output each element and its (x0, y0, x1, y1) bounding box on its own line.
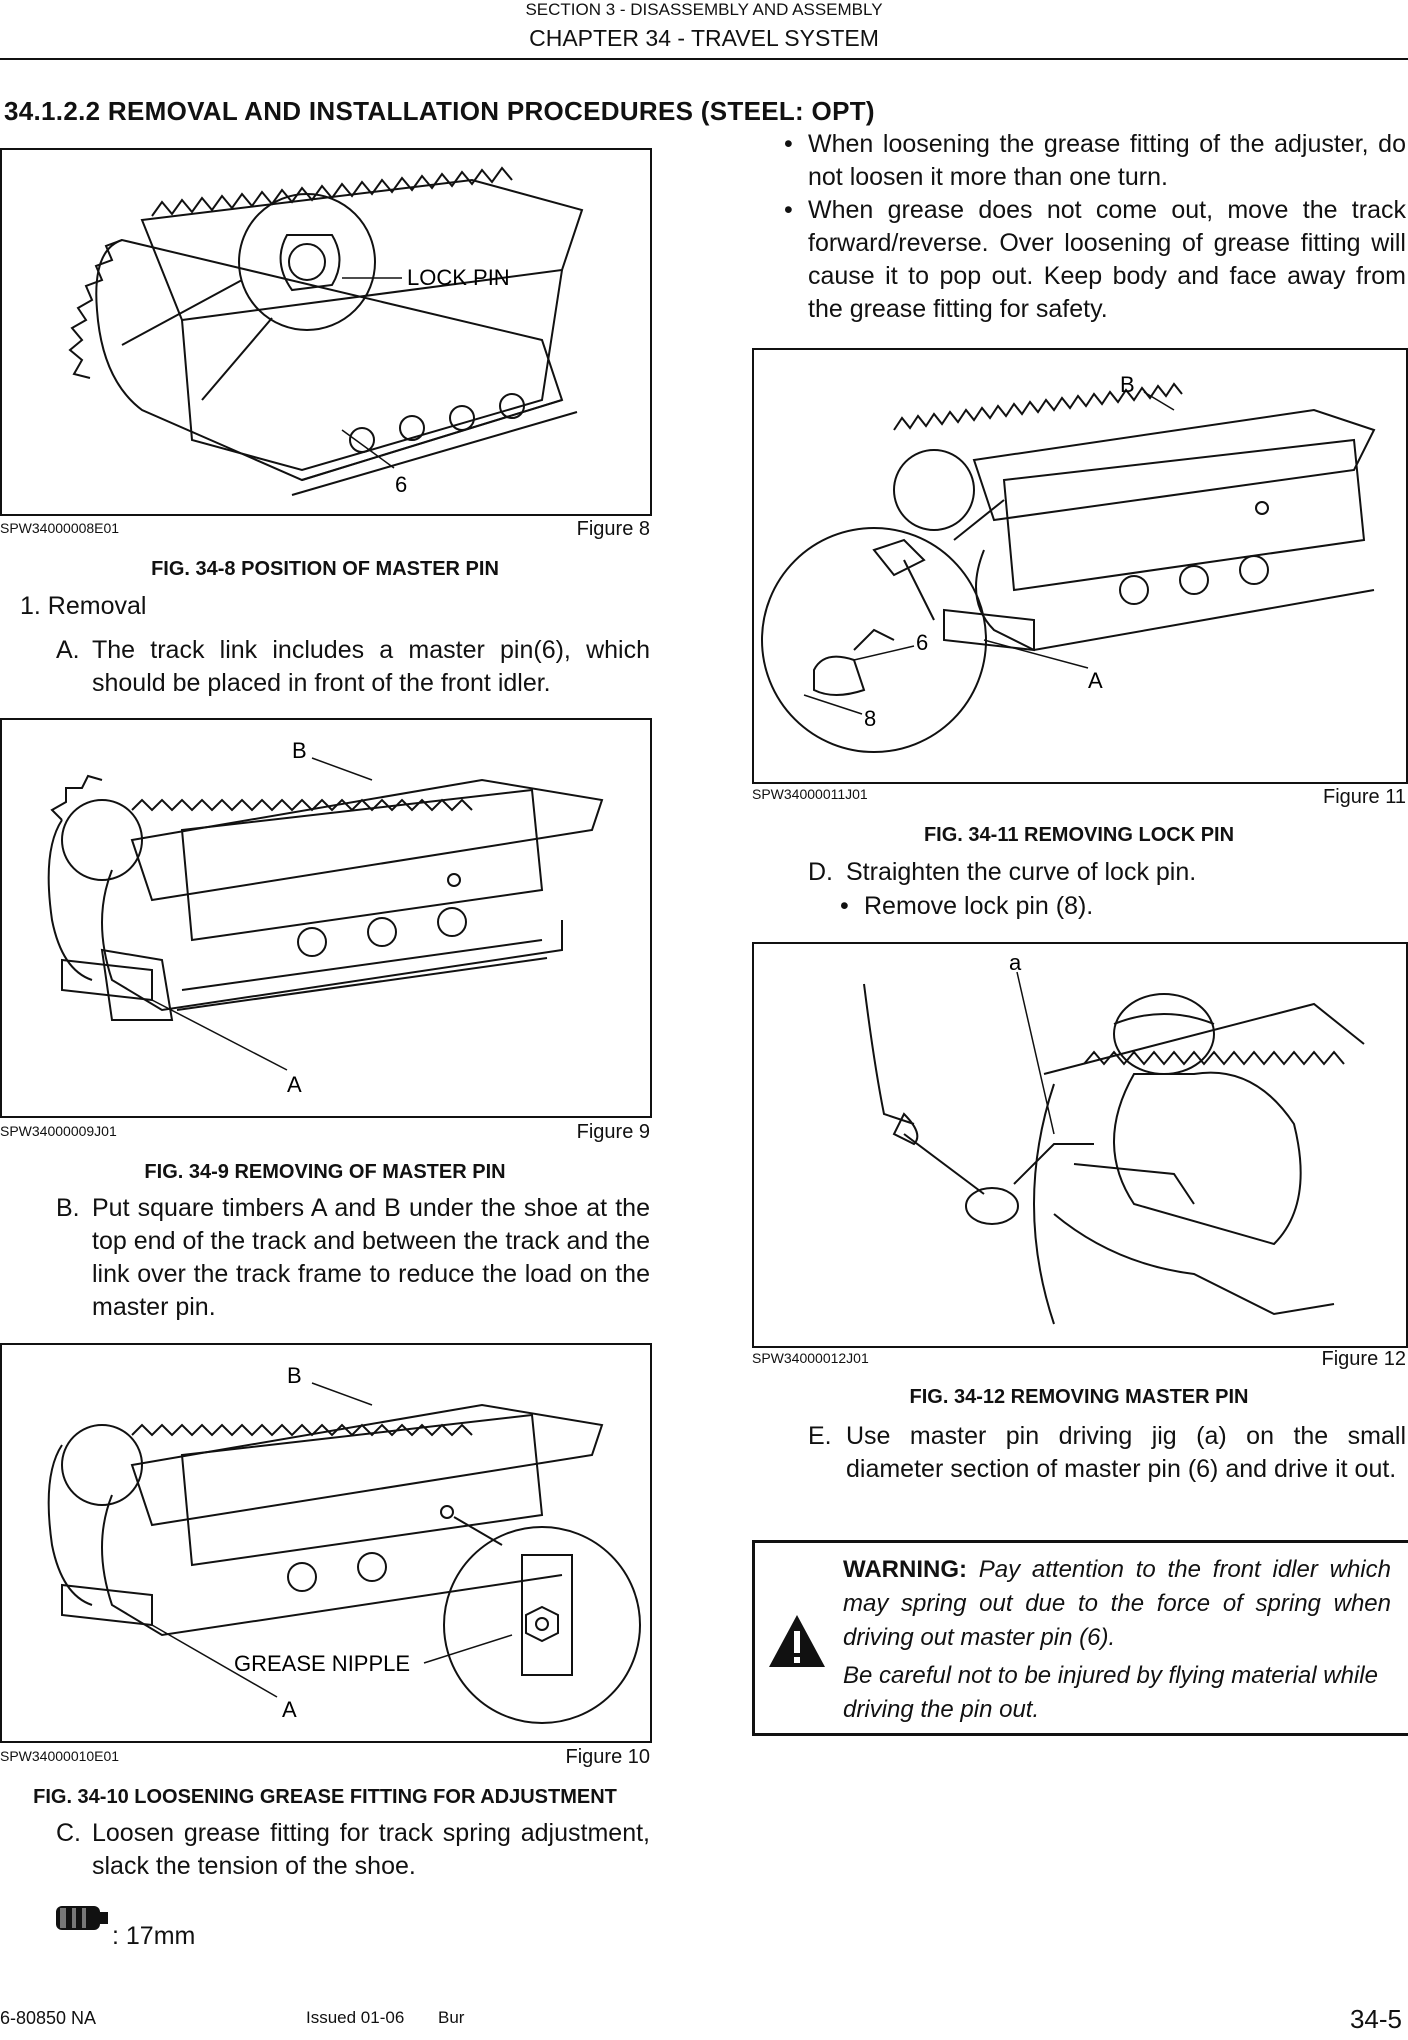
figure-11-caption: FIG. 34-11 REMOVING LOCK PIN (923, 824, 1235, 846)
step-a-label: A. (56, 636, 80, 664)
figure-10-number: Figure 10 (565, 1746, 651, 1768)
bullet-item: • When loosening the grease fitting of t… (784, 128, 1406, 194)
page-number: 34-5 (1349, 2004, 1402, 2034)
figure-12: a (752, 942, 1408, 1348)
label-a: A (1088, 668, 1103, 693)
figure-10-caption: FIG. 34-10 LOOSENING GREASE FITTING FOR … (33, 1786, 617, 1808)
warning-text-2: Be careful not to be injured by flying m… (843, 1662, 1378, 1723)
bullet-text: When loosening the grease fitting of the… (808, 130, 1406, 191)
step-c-label: C. (56, 1819, 81, 1847)
step-b-text: Put square timbers A and B under the sho… (92, 1194, 650, 1321)
step-d-text: Straighten the curve of lock pin. (846, 858, 1197, 886)
step-e: E. Use master pin driving jig (a) on the… (808, 1420, 1406, 1486)
figure-8: LOCK PIN 6 (0, 148, 652, 516)
label-b: B (1120, 372, 1135, 397)
step-c-text: Loosen grease fitting for track spring a… (92, 1819, 650, 1880)
step-d-bullet: • Remove lock pin (8). (840, 890, 1406, 923)
bur-code: Bur (438, 2008, 465, 2027)
label-a: A (282, 1697, 297, 1722)
grease-nipple-illustration: B A GREASE NIPPLE (47, 1363, 641, 1724)
warning-label: WARNING: (843, 1556, 967, 1583)
warning-box: WARNING: Pay attention to the front idle… (752, 1540, 1408, 1736)
track-master-pin-illustration: LOCK PIN 6 (68, 166, 584, 497)
figure-12-caption: FIG. 34-12 REMOVING MASTER PIN (909, 1386, 1249, 1408)
step-b-label: B. (56, 1194, 80, 1222)
socket-wrench-icon (52, 1898, 112, 1938)
label-b: B (292, 738, 307, 763)
figure-8-id: SPW34000008E01 (0, 520, 120, 536)
step-a: A. The track link includes a master pin(… (56, 634, 650, 700)
figure-11: B A 6 8 (752, 348, 1408, 784)
label-a: a (1009, 950, 1022, 975)
figure-8-caption: FIG. 34-8 POSITION OF MASTER PIN (151, 558, 499, 580)
figure-11-number: Figure 11 (1322, 786, 1406, 808)
figure-8-number: Figure 8 (576, 518, 650, 540)
issued-date: Issued 01-06 (306, 2008, 405, 2027)
figure-11-id: SPW34000011J01 (752, 786, 868, 802)
label-6: 6 (916, 630, 928, 655)
grease-nipple-label: GREASE NIPPLE (234, 1651, 410, 1676)
timbers-under-track-illustration: B A (47, 738, 604, 1097)
figure-10: B A GREASE NIPPLE (0, 1343, 652, 1743)
step-d-bullet-text: Remove lock pin (8). (864, 892, 1094, 920)
step-a-text: The track link includes a master pin(6),… (92, 636, 650, 697)
step-d-label: D. (808, 858, 833, 886)
lock-pin-removal-illustration: B A 6 8 (761, 372, 1376, 753)
figure-10-id: SPW34000010E01 (0, 1748, 120, 1764)
figure-9-caption: FIG. 34-9 REMOVING OF MASTER PIN (144, 1161, 506, 1183)
step-d: D. Straighten the curve of lock pin. (808, 856, 1406, 889)
step-c: C. Loosen grease fitting for track sprin… (56, 1817, 650, 1883)
section-heading: 34.1.2.2 REMOVAL AND INSTALLATION PROCED… (4, 96, 875, 126)
section-title: SECTION 3 - DISASSEMBLY AND ASSEMBLY (525, 0, 883, 19)
step-1-removal: 1. Removal (20, 592, 147, 620)
adjuster-bullets: • When loosening the grease fitting of t… (784, 128, 1406, 326)
label-6: 6 (395, 472, 407, 497)
figure-12-id: SPW34000012J01 (752, 1350, 869, 1366)
figure-12-number: Figure 12 (1321, 1348, 1407, 1370)
header-divider (0, 58, 1408, 60)
bullet-item: • When grease does not come out, move th… (784, 194, 1406, 326)
step-e-label: E. (808, 1422, 832, 1450)
step-b: B. Put square timbers A and B under the … (56, 1192, 650, 1324)
bullet-text: When grease does not come out, move the … (808, 196, 1406, 323)
step-e-text: Use master pin driving jig (a) on the sm… (846, 1422, 1406, 1483)
warning-triangle-icon (767, 1613, 827, 1674)
wrench-size: : 17mm (112, 1922, 196, 1950)
figure-9-number: Figure 9 (576, 1121, 650, 1143)
label-a: A (287, 1072, 302, 1097)
warning-text-1: Pay attention to the front idler which m… (843, 1556, 1391, 1651)
doc-number: 6-80850 NA (0, 2008, 97, 2028)
label-b: B (287, 1363, 302, 1388)
master-pin-driving-illustration: a (863, 950, 1365, 1325)
label-8: 8 (864, 706, 876, 731)
lock-pin-label: LOCK PIN (407, 265, 510, 290)
warning-text: WARNING: Pay attention to the front idle… (843, 1553, 1391, 1655)
chapter-title: CHAPTER 34 - TRAVEL SYSTEM (529, 25, 879, 51)
figure-9-id: SPW34000009J01 (0, 1123, 117, 1139)
figure-9: B A (0, 718, 652, 1118)
